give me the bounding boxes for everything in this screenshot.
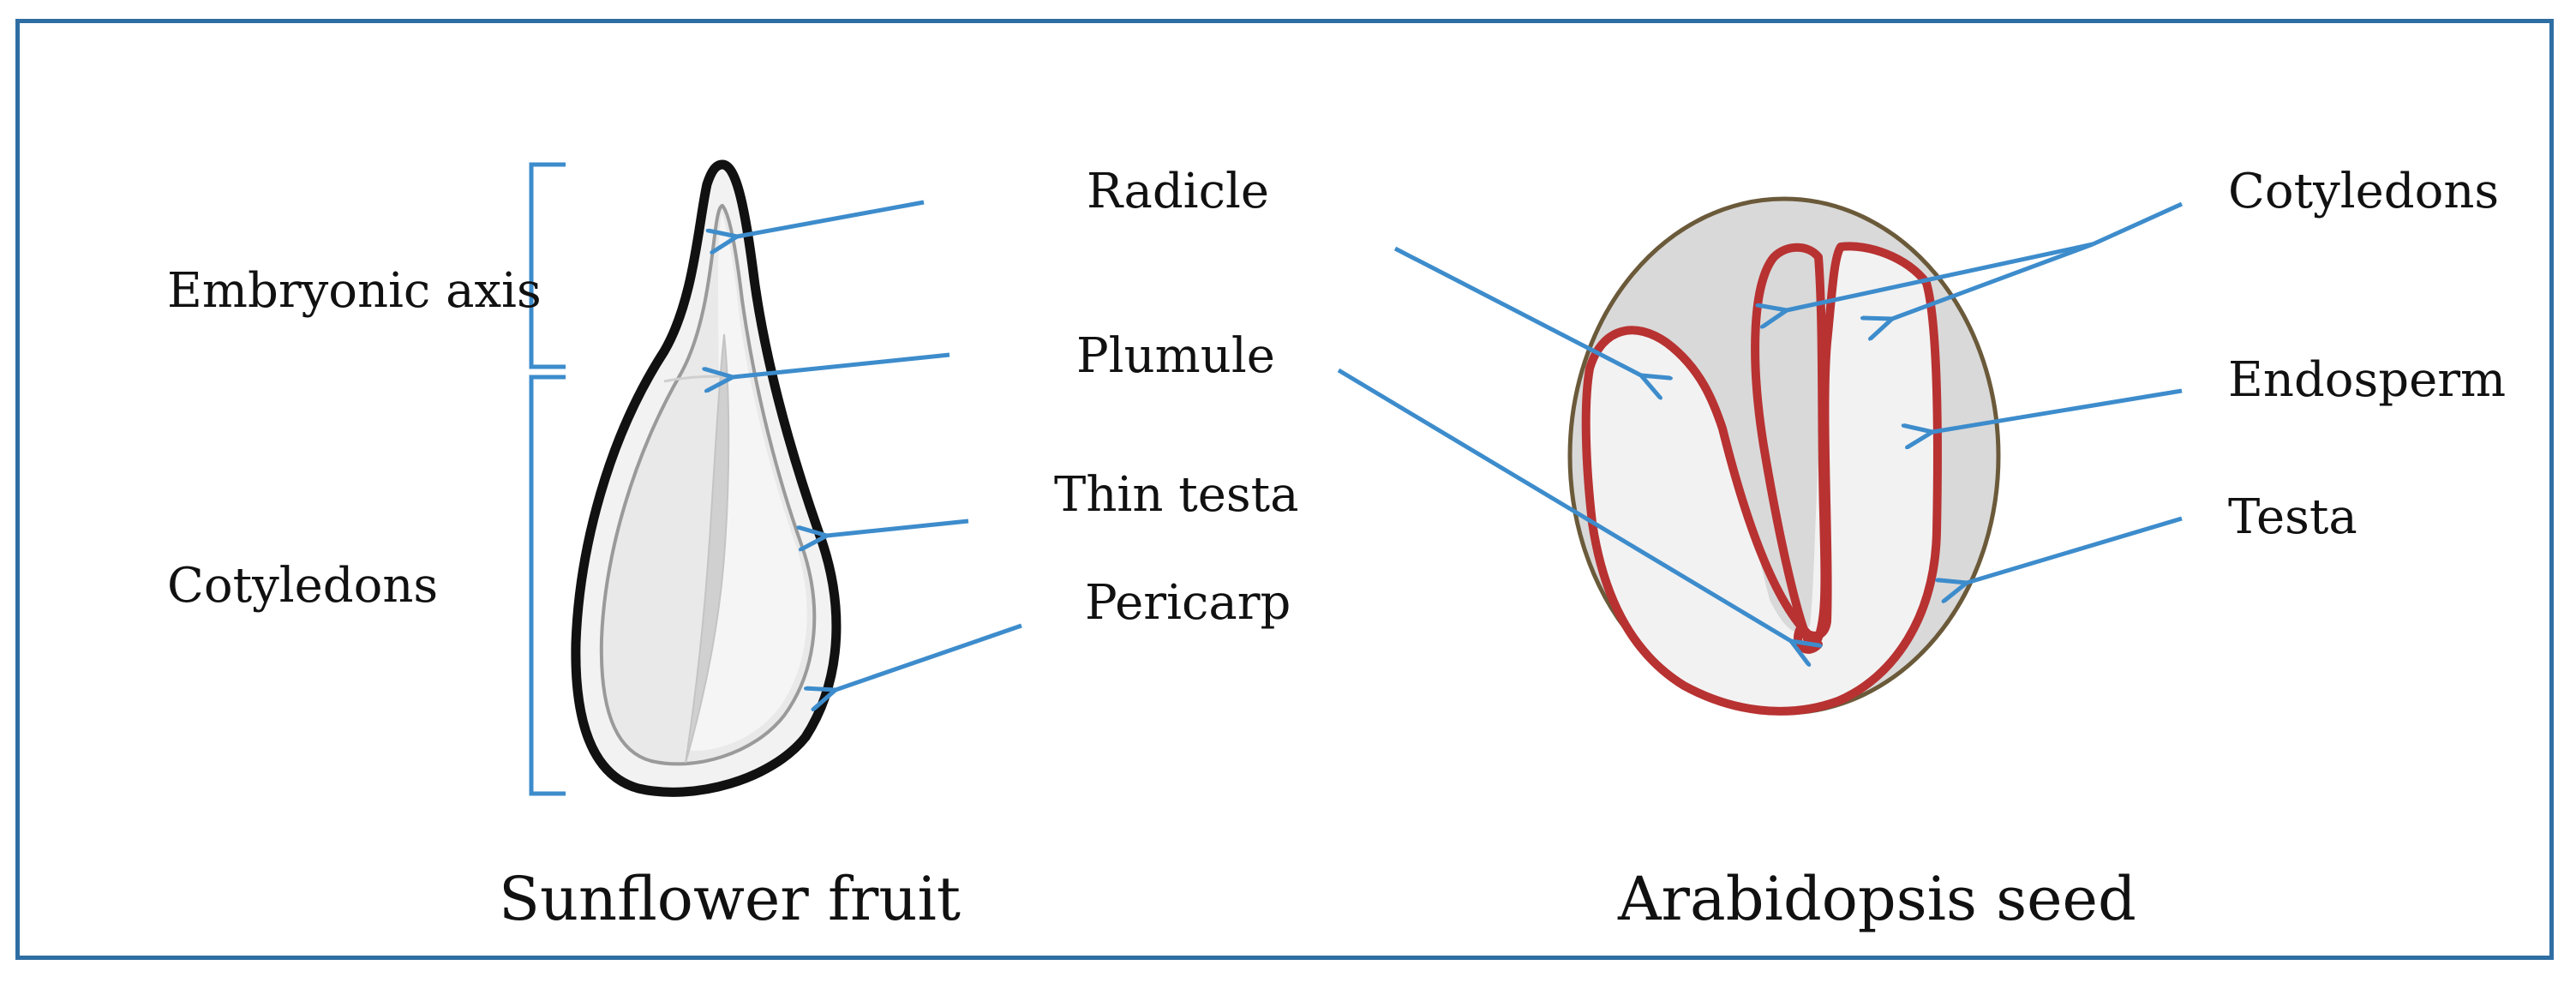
arrow-cotyledons-arabidopsis-left bbox=[1787, 242, 2094, 310]
arrow-endosperm bbox=[1932, 388, 2183, 432]
title-arabidopsis-seed: Arabidopsis seed bbox=[1618, 864, 2136, 934]
arabidopsis-left-cotyledon bbox=[1581, 242, 1942, 716]
arrow-plumule-arabidopsis bbox=[1337, 368, 1791, 641]
label-cotyledons-sunflower: Cotyledons bbox=[167, 558, 439, 614]
arrow-cotyledons-arabidopsis-trunk bbox=[2091, 201, 2184, 247]
label-pericarp: Pericarp bbox=[1085, 575, 1291, 631]
sunflower-fruit bbox=[571, 159, 842, 797]
arabidopsis-right-cotyledon bbox=[1751, 243, 1830, 649]
label-cotyledons-arabidopsis: Cotyledons bbox=[2228, 164, 2500, 219]
bracket-cotyledons bbox=[529, 375, 566, 796]
arrow-radicle-arabidopsis bbox=[1393, 246, 1641, 375]
arrow-plumule bbox=[733, 352, 950, 377]
arabidopsis-embryo bbox=[1585, 247, 1938, 711]
label-testa: Testa bbox=[2228, 489, 2357, 545]
arrow-cotyledons-arabidopsis-right bbox=[1892, 242, 2094, 319]
label-plumule: Plumule bbox=[1076, 328, 1275, 384]
arrow-thin-testa bbox=[827, 518, 969, 536]
title-sunflower-fruit: Sunflower fruit bbox=[499, 864, 961, 934]
label-thin-testa: Thin testa bbox=[1054, 467, 1299, 523]
diagram-frame bbox=[15, 19, 2554, 960]
label-embryonic-axis: Embryonic axis bbox=[167, 263, 542, 319]
arrow-testa bbox=[1967, 516, 2183, 583]
bracket-embryonic-axis bbox=[529, 162, 566, 369]
label-endosperm: Endosperm bbox=[2228, 352, 2507, 408]
arrow-pericarp bbox=[836, 623, 1022, 690]
arabidopsis-seed bbox=[1567, 196, 2001, 716]
arrow-radicle bbox=[737, 200, 925, 237]
sunflower-plumule-groove bbox=[685, 333, 730, 764]
label-radicle: Radicle bbox=[1087, 164, 1270, 219]
